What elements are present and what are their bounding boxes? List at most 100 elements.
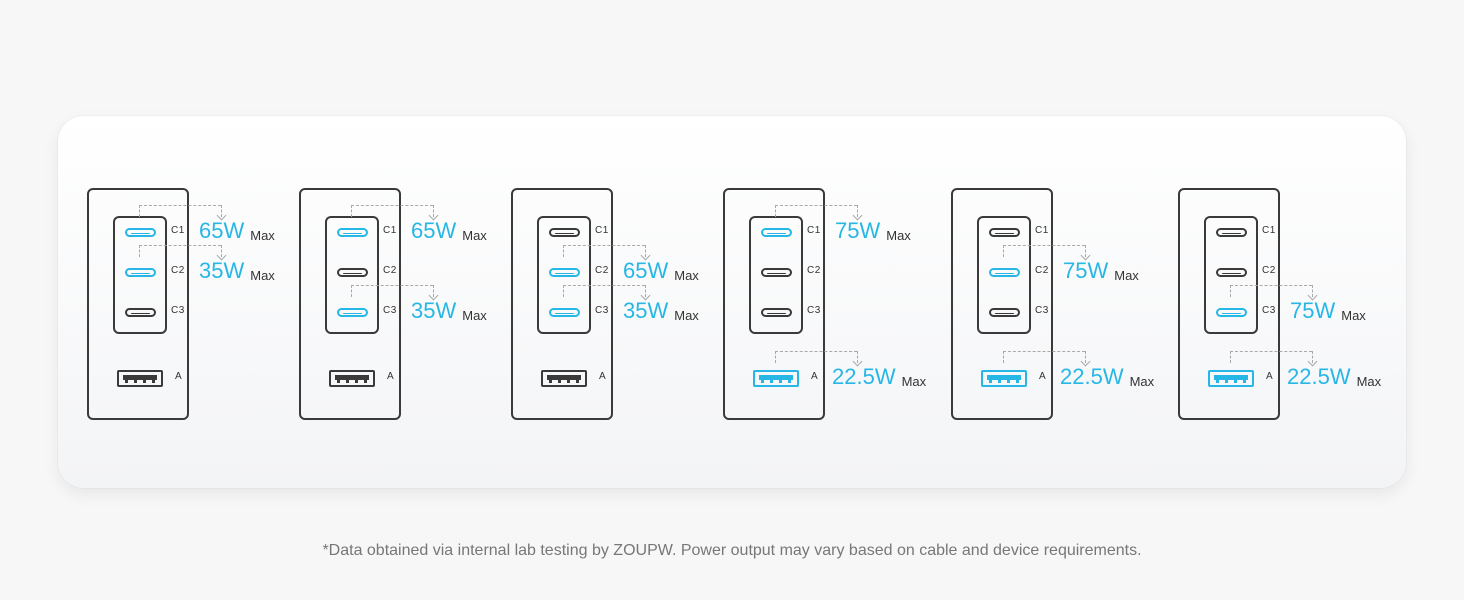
usb-a-contact (549, 380, 552, 383)
dashed-guide-drop (1085, 245, 1086, 257)
port-label-c2: C2 (595, 265, 609, 276)
dashed-guide-drop (645, 245, 646, 257)
usb-c-port-c1 (337, 228, 368, 237)
usb-a-contact (576, 380, 579, 383)
dashed-guide-line (775, 351, 857, 363)
dashed-guide-line (1003, 245, 1085, 257)
usb-c-port-c2 (989, 268, 1020, 277)
usb-a-contact (134, 380, 137, 383)
configurations-panel (58, 116, 1406, 488)
wattage-value: 35W (199, 258, 245, 283)
usb-c-port-c3 (125, 308, 156, 317)
dashed-guide-drop (433, 205, 434, 217)
usb-a-tongue (1214, 375, 1248, 380)
usb-a-contacts (337, 380, 367, 383)
usb-c-port-group (537, 216, 591, 334)
max-label: Max (901, 374, 927, 389)
dashed-guide-drop (221, 245, 222, 257)
usb-a-contact (998, 380, 1001, 383)
usb-a-port (329, 370, 375, 387)
dashed-guide-line (139, 205, 221, 217)
usb-a-tongue (547, 375, 581, 380)
usb-c-port-c1 (1216, 228, 1247, 237)
charger-diagram-2 (299, 188, 401, 420)
dashed-guide-line (563, 245, 645, 257)
usb-a-contact (337, 380, 340, 383)
charger-diagram-4 (723, 188, 825, 420)
dashed-guide-drop (1312, 285, 1313, 297)
max-label: Max (886, 228, 911, 243)
dashed-guide-line (775, 205, 857, 217)
max-label: Max (1341, 308, 1366, 323)
usb-a-contact (779, 380, 782, 383)
usb-c-port-c1 (761, 228, 792, 237)
wattage-value: 22.5W (832, 364, 896, 389)
usb-c-port-c2 (761, 268, 792, 277)
footnote: *Data obtained via internal lab testing … (322, 542, 1142, 559)
port-label-a: A (1266, 371, 1274, 382)
port-label-c3: C3 (807, 305, 821, 316)
usb-c-port-group (1204, 216, 1258, 334)
wattage-value: 22.5W (1060, 364, 1124, 389)
dashed-guide-drop (433, 285, 434, 297)
usb-a-contact (567, 380, 570, 383)
wattage-value: 35W (623, 298, 669, 323)
power-output-c1: 65W Max (199, 220, 275, 245)
wattage-value: 35W (411, 298, 457, 323)
max-label: Max (250, 228, 275, 243)
dashed-guide-line (1003, 351, 1085, 363)
usb-c-port-c3 (761, 308, 792, 317)
usb-c-port-c2 (125, 268, 156, 277)
max-label: Max (462, 228, 487, 243)
usb-c-port-group (325, 216, 379, 334)
wattage-value: 22.5W (1287, 364, 1351, 389)
usb-a-contact (143, 380, 146, 383)
usb-c-port-group (977, 216, 1031, 334)
dashed-guide-line (139, 245, 221, 257)
wattage-value: 65W (199, 218, 245, 243)
usb-a-contact (1234, 380, 1237, 383)
port-label-c2: C2 (1035, 265, 1049, 276)
port-label-c1: C1 (171, 225, 185, 236)
port-label-c3: C3 (171, 305, 185, 316)
usb-c-port-c1 (125, 228, 156, 237)
port-label-a: A (387, 371, 395, 382)
usb-a-tongue (759, 375, 793, 380)
power-output-a: 22.5W Max (1060, 366, 1154, 391)
wattage-value: 75W (1063, 258, 1109, 283)
port-label-c2: C2 (1262, 265, 1276, 276)
port-label-c1: C1 (1262, 225, 1276, 236)
max-label: Max (1129, 374, 1155, 389)
usb-c-port-c2 (549, 268, 580, 277)
usb-c-port-c1 (549, 228, 580, 237)
wattage-value: 75W (835, 218, 881, 243)
usb-a-contact (364, 380, 367, 383)
dashed-guide-line (563, 285, 645, 297)
port-label-a: A (811, 371, 819, 382)
usb-c-port-group (749, 216, 803, 334)
usb-a-contact (346, 380, 349, 383)
usb-a-contact (1007, 380, 1010, 383)
usb-c-port-c1 (989, 228, 1020, 237)
port-label-c3: C3 (1262, 305, 1276, 316)
wattage-value: 75W (1290, 298, 1336, 323)
power-output-a: 22.5W Max (832, 366, 926, 391)
usb-a-contact (558, 380, 561, 383)
max-label: Max (674, 308, 699, 323)
port-label-a: A (599, 371, 607, 382)
power-output-c1: 75W Max (835, 220, 911, 245)
max-label: Max (1356, 374, 1382, 389)
power-output-a: 22.5W Max (1287, 366, 1381, 391)
port-label-a: A (175, 371, 183, 382)
usb-c-port-c3 (337, 308, 368, 317)
dashed-guide-line (351, 285, 433, 297)
usb-c-port-c3 (549, 308, 580, 317)
usb-a-contact (1243, 380, 1246, 383)
usb-a-contact (788, 380, 791, 383)
usb-a-contacts (989, 380, 1019, 383)
usb-a-port (541, 370, 587, 387)
usb-c-port-c2 (337, 268, 368, 277)
